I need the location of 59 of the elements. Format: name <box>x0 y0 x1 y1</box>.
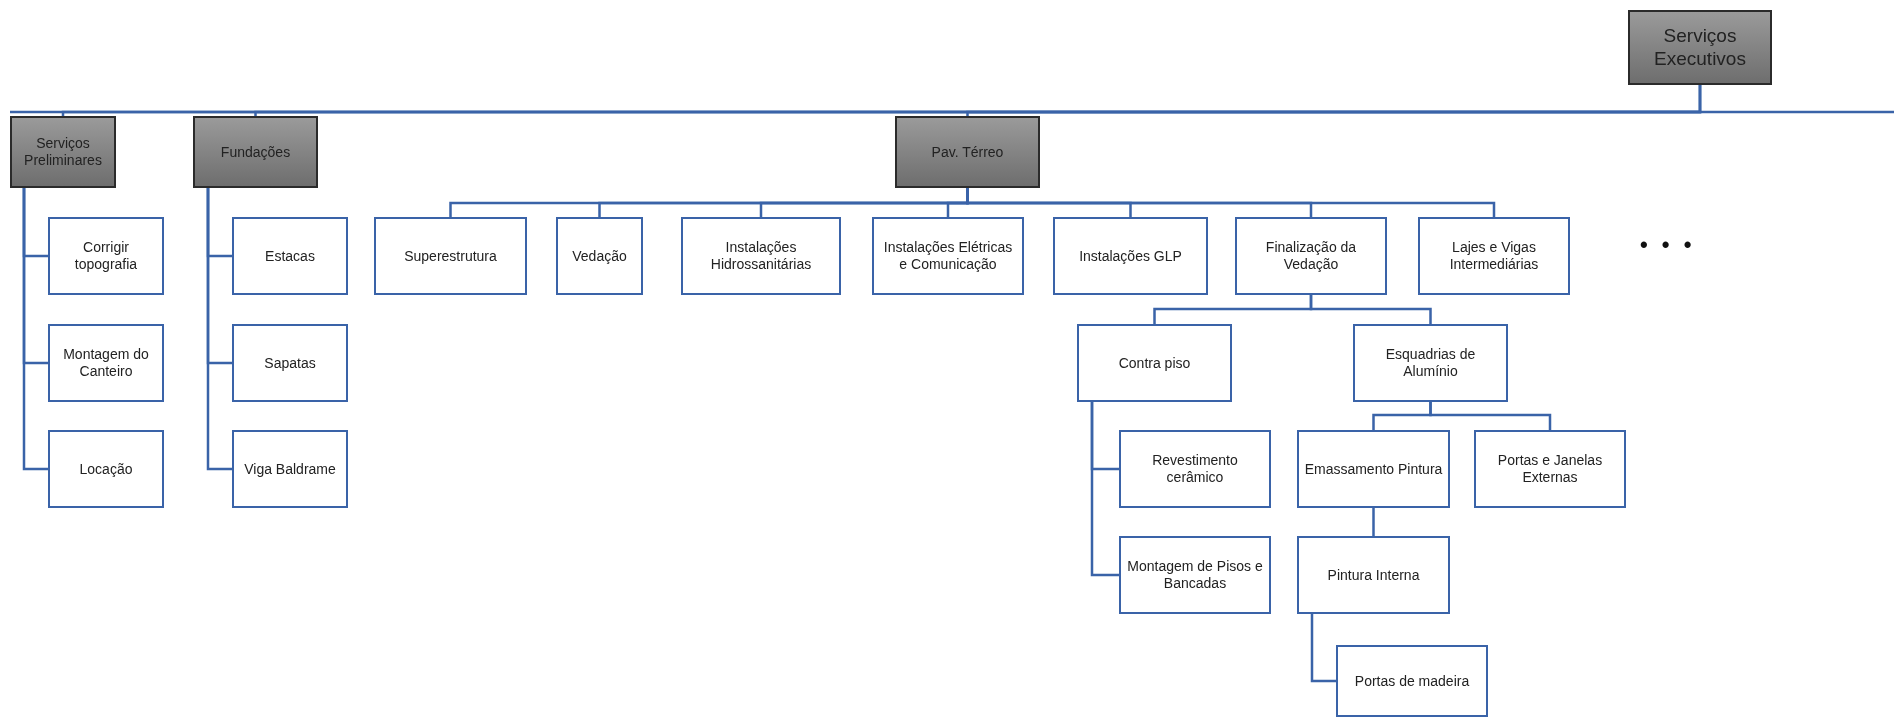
task-box <box>48 324 164 402</box>
connector-line <box>22 188 48 471</box>
connector-line <box>1429 402 1552 430</box>
connector-line <box>1372 508 1375 536</box>
task-box <box>374 217 527 295</box>
task-box <box>1474 430 1626 508</box>
box-label: Fundações <box>220 143 291 161</box>
category-box <box>895 116 1040 188</box>
task-box <box>1418 217 1570 295</box>
task-box <box>232 324 348 402</box>
task-box <box>1077 324 1232 402</box>
connector-line <box>1309 295 1432 324</box>
box-label: Estacas <box>265 247 315 265</box>
ellipsis-label: • • • <box>1640 232 1696 258</box>
connector-line <box>1310 614 1336 683</box>
task-box <box>48 430 164 508</box>
box-label: Montagem de Pisos e Bancadas <box>1126 558 1264 592</box>
task-box <box>1119 430 1271 508</box>
task-box <box>232 217 348 295</box>
box-label: Finalização da Vedação <box>1264 239 1358 273</box>
box-label: Locação <box>79 460 133 478</box>
box-label: Revestimento cerâmico <box>1151 452 1239 486</box>
connector-line <box>1090 402 1119 577</box>
category-box <box>193 116 318 188</box>
box-label: Lajes e Vigas Intermediárias <box>1448 239 1540 273</box>
category-box <box>1628 10 1772 85</box>
box-label: Instalações Elétricas e Comunicação <box>882 239 1014 273</box>
task-box <box>1297 430 1450 508</box>
task-box <box>232 430 348 508</box>
box-label: Pintura Interna <box>1327 566 1420 584</box>
box-label: Emassamento Pintura <box>1304 460 1443 478</box>
box-label: Pav. Térreo <box>931 143 1004 161</box>
box-label: Serviços Preliminares <box>23 135 103 169</box>
box-label: Vedação <box>572 247 627 265</box>
box-label: Sapatas <box>264 354 316 372</box>
box-label: Serviços Executivos <box>1653 24 1747 71</box>
task-box <box>1297 536 1450 614</box>
task-box <box>681 217 841 295</box>
connector-line <box>966 85 1702 117</box>
task-box <box>48 217 164 295</box>
box-label: Portas de madeira <box>1354 672 1470 690</box>
box-label: Portas e Janelas Externas <box>1496 452 1604 486</box>
category-box <box>10 116 116 188</box>
box-label: Corrigir topografia <box>73 239 139 273</box>
box-label: Montagem do Canteiro <box>62 346 150 380</box>
task-box <box>556 217 643 295</box>
task-box <box>1053 217 1208 295</box>
task-box <box>872 217 1024 295</box>
task-box <box>1119 536 1271 614</box>
task-box <box>1235 217 1387 295</box>
box-label: Esquadrias de Alumínio <box>1384 346 1477 380</box>
task-box <box>1336 645 1488 717</box>
connector-line <box>206 188 232 471</box>
box-label: Instalações GLP <box>1079 247 1182 265</box>
box-label: Contra piso <box>1118 354 1191 372</box>
box-label: Viga Baldrame <box>244 460 336 478</box>
task-box <box>1353 324 1508 402</box>
box-label: Instalações Hidrossanitárias <box>709 239 813 273</box>
box-label: Superestrutura <box>404 247 497 265</box>
